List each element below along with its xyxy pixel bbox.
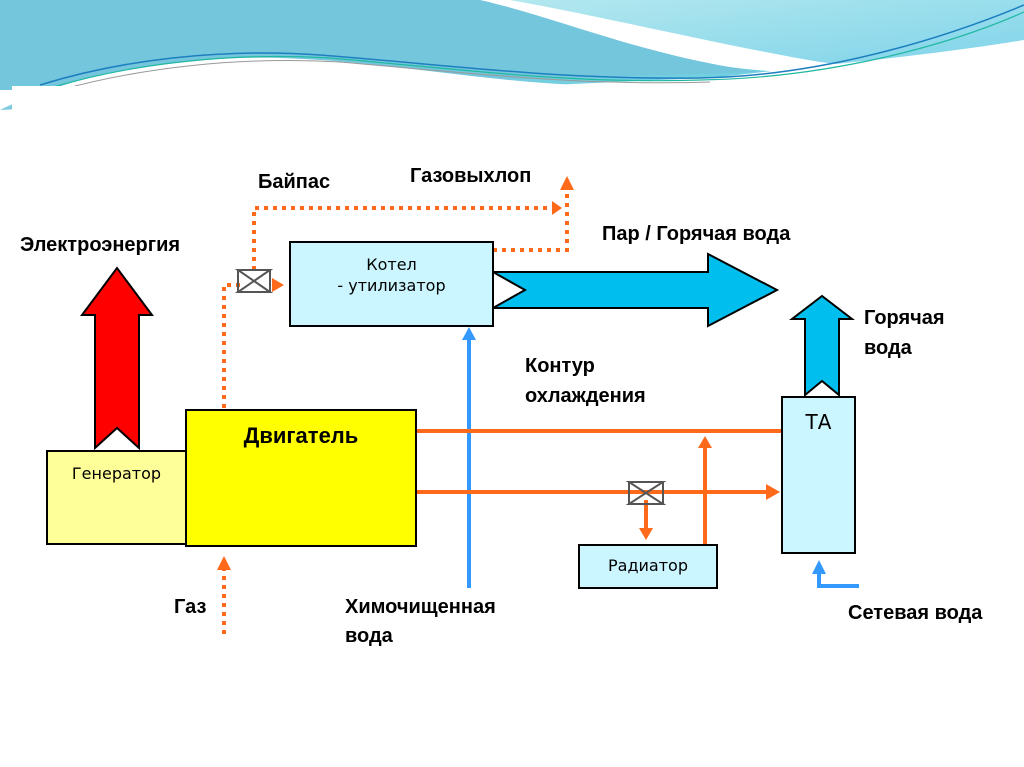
bypass-valve-icon (234, 269, 284, 293)
bypass-line (252, 206, 555, 270)
engine-label: Двигатель (243, 423, 359, 448)
exhaust-label: Газовыхлоп (410, 165, 532, 187)
boiler-exhaust-line (493, 190, 569, 252)
treated-water-label-line1: Химочищенная (345, 596, 496, 618)
heat-exchanger-box: ТА (781, 396, 856, 554)
network-water-line (817, 572, 859, 588)
radiator-valve-icon (625, 481, 667, 505)
gas-arrowhead (217, 556, 231, 570)
treated-water-arrowhead (462, 327, 476, 340)
engine-box: Двигатель (185, 409, 417, 547)
wave-line-3 (59, 59, 711, 91)
cooling-loop-label-line2: охлаждения (525, 385, 646, 407)
wave-white-cut (0, 40, 1024, 110)
wave-right (510, 0, 1024, 67)
network-water-arrowhead (812, 560, 826, 574)
hot-water-label-line2: вода (864, 337, 912, 359)
cooling-loop-label-line1: Контур (525, 355, 595, 377)
radiator-outlet-arrowhead (698, 436, 712, 448)
hot-water-label-line1: Горячая (864, 307, 945, 329)
exhaust-arrowhead (560, 176, 574, 190)
generator-box: Генератор (46, 450, 187, 545)
steam-hot-water-arrow (489, 252, 780, 328)
generator-label: Генератор (71, 464, 162, 483)
heat-exchanger-label: ТА (805, 410, 832, 434)
electricity-label: Электроэнергия (20, 234, 181, 256)
gas-label: Газ (174, 596, 207, 618)
wave-line-1 (39, 4, 1024, 86)
bypass-label: Байпас (258, 171, 331, 193)
radiator-label: Радиатор (608, 556, 688, 575)
electricity-arrow (80, 266, 154, 451)
boiler-box: Котел - утилизатор (289, 241, 494, 327)
cooling-supply-arrowhead (766, 484, 780, 500)
boiler-label-line2: - утилизатор (337, 276, 446, 295)
treated-water-label-line2: вода (345, 625, 393, 647)
hot-water-arrow (789, 294, 855, 398)
exhaust-line (222, 283, 242, 408)
network-water-label: Сетевая вода (848, 602, 983, 624)
radiator-box: Радиатор (578, 544, 718, 589)
steam-hot-water-label: Пар / Горячая вода (602, 223, 791, 245)
boiler-label-line1: Котел (366, 255, 417, 274)
wave-line-2 (49, 11, 1024, 89)
radiator-inlet-arrowhead (639, 528, 653, 540)
bypass-arrowhead (552, 201, 562, 215)
